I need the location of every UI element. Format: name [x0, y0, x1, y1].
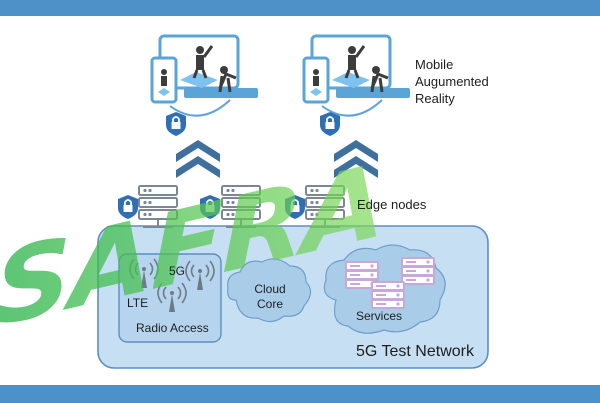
top-band	[0, 0, 600, 16]
cloud-core-line-1: Cloud	[254, 282, 286, 296]
services-label: Services	[356, 309, 403, 323]
radio-access-label: Radio Access	[136, 321, 209, 335]
mobile-ar-line-1: Mobile	[415, 57, 454, 72]
cloud-core-label: Cloud Core	[250, 282, 290, 312]
server-rack-icon	[371, 281, 405, 309]
cloud-core-line-2: Core	[256, 297, 283, 311]
5g-label: 5G	[169, 264, 186, 278]
edge-nodes-label: Edge nodes	[357, 197, 427, 212]
test-network-label: 5G Test Network	[356, 343, 474, 360]
mobile-ar-line-3: Reality	[415, 91, 455, 106]
lte-label: LTE	[127, 296, 149, 310]
shield-lock-icon	[165, 111, 187, 137]
ar-device-icon	[150, 34, 260, 118]
chevron-up-icon	[176, 140, 220, 178]
mobile-ar-label: Mobile Augumented Reality	[415, 56, 489, 107]
bottom-band	[0, 385, 600, 403]
cloud-core-icon	[227, 258, 312, 323]
ar-device-icon	[302, 34, 412, 118]
shield-lock-icon	[319, 111, 341, 137]
server-rack-icon	[401, 257, 435, 285]
mobile-ar-line-2: Augumented	[415, 74, 489, 89]
